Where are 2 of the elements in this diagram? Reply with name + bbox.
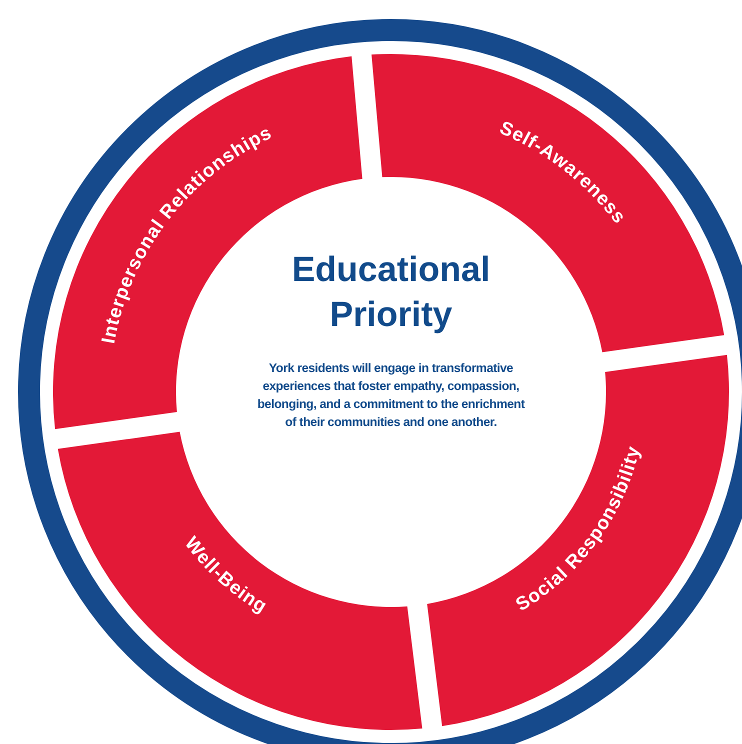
center-title: Educational Priority [290,249,492,336]
center-description: York residents will engage in transformative experiences that foster empathy, compassion, belonging, and a commitment to the enrichment of their communities and one another. [256,360,526,431]
